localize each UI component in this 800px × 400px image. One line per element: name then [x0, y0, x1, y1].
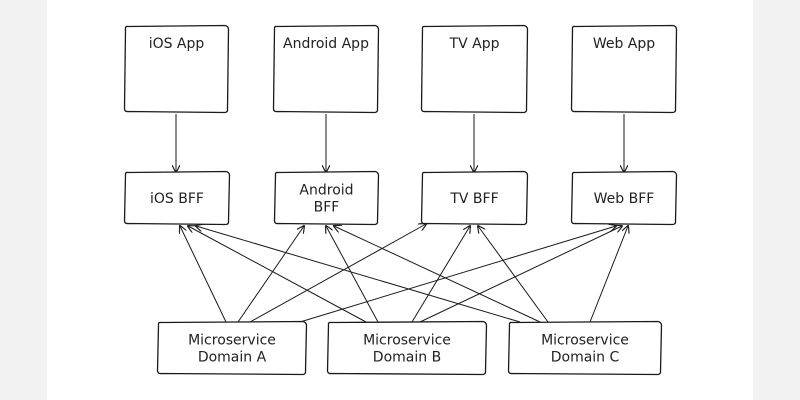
bff-box-android-label: BFF — [314, 200, 340, 216]
app-box-android-label: Android App — [283, 36, 369, 52]
edge-svc-c-to-bff-ios — [196, 226, 521, 323]
app-box-tv-label: TV App — [449, 36, 500, 52]
bff-box-web-label: Web BFF — [594, 191, 655, 207]
service-box-c-label: Microservice — [541, 333, 629, 349]
app-box-android: Android App — [272, 24, 380, 114]
bff-box-web: Web BFF — [570, 170, 678, 226]
bff-box-web-outline — [570, 170, 678, 226]
app-box-tv: TV App — [420, 24, 529, 114]
bff-box-tv: TV BFF — [420, 170, 529, 226]
bff-box-tv-label: TV BFF — [449, 191, 498, 207]
service-box-c-label: Domain C — [551, 350, 620, 366]
edge-svc-a-to-bff-web — [299, 226, 616, 323]
edges-layer — [176, 114, 628, 323]
app-box-ios-outline — [123, 24, 230, 114]
app-box-android-outline — [272, 24, 380, 114]
bff-box-ios: iOS BFF — [123, 170, 231, 226]
edge-svc-a-to-bff-ios — [180, 226, 227, 323]
nodes-layer: iOS App Android App TV App Web App iOS BFF An… — [123, 24, 678, 376]
app-box-ios-label: iOS App — [149, 36, 205, 52]
app-box-ios: iOS App — [123, 24, 230, 114]
bff-box-tv-outline — [420, 170, 529, 226]
edge-svc-b-to-bff-android — [326, 226, 379, 323]
app-box-tv-outline — [420, 24, 529, 114]
edge-svc-c-to-bff-tv — [478, 226, 549, 323]
service-box-b-label: Microservice — [363, 333, 451, 349]
edge-svc-c-to-bff-android — [334, 226, 541, 323]
bff-box-ios-outline — [123, 170, 231, 226]
edge-svc-b-to-bff-ios — [188, 226, 367, 323]
app-box-web: Web App — [570, 24, 678, 114]
bff-box-ios-label: iOS BFF — [150, 191, 204, 207]
service-box-a-label: Domain A — [198, 350, 267, 366]
edge-svc-b-to-bff-tv — [411, 226, 470, 323]
edge-svc-a-to-bff-android — [237, 226, 304, 323]
app-box-web-outline — [570, 24, 678, 114]
app-box-web-label: Web App — [593, 36, 655, 52]
edge-svc-b-to-bff-web — [419, 226, 622, 323]
service-box-b-label: Domain B — [373, 350, 441, 366]
bff-box-android-outline — [273, 170, 380, 226]
edge-svc-c-to-bff-web — [589, 226, 628, 323]
service-box-c-outline — [507, 320, 663, 376]
service-box-a-label: Microservice — [188, 333, 276, 349]
service-box-a-outline — [156, 320, 308, 376]
service-box-b-outline — [326, 320, 488, 376]
bff-box-android-label: Android — [299, 183, 353, 199]
edge-svc-a-to-bff-tv — [249, 224, 426, 323]
